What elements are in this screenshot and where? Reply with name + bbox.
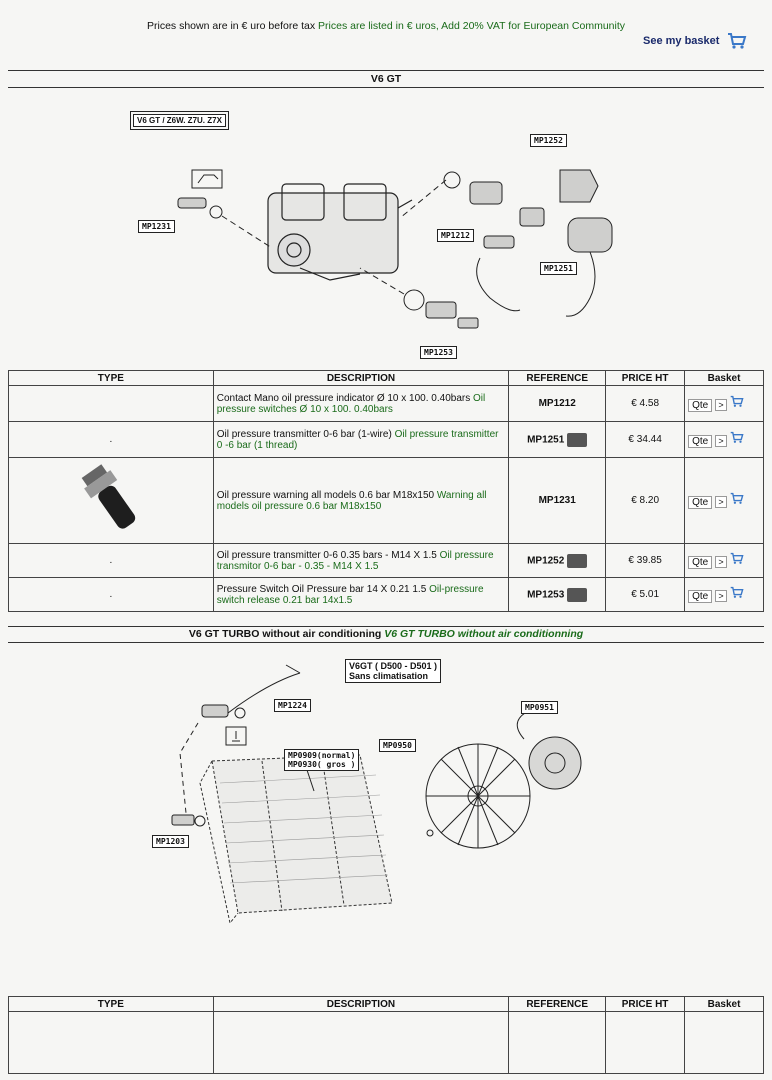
table-row: . Pressure Switch Oil Pressure bar 14 X …	[8, 577, 764, 612]
basket-cell	[684, 1011, 764, 1074]
col-description: DESCRIPTION	[212, 370, 510, 386]
quantity-input[interactable]: Qte	[688, 556, 713, 569]
cart-icon[interactable]	[730, 431, 744, 444]
price-cell: € 39.85	[605, 543, 686, 578]
quantity-input[interactable]: Qte	[688, 435, 713, 448]
figure-title: V6 GT / Z6W. Z7U. Z7X	[130, 111, 229, 130]
parts-table-v6gt-turbo: TYPE DESCRIPTION REFERENCE PRICE HT Bask…	[8, 996, 764, 1074]
divider	[8, 70, 764, 71]
table-row: . Oil pressure transmitter 0-6 0.35 bars…	[8, 543, 764, 578]
part-thumbnail	[567, 432, 588, 447]
table-row: . Oil pressure transmitter 0-6 bar (1-wi…	[8, 421, 764, 458]
description-cell	[212, 1011, 510, 1074]
basket-cell: Qte >	[684, 385, 764, 422]
type-cell	[8, 385, 214, 422]
col-reference: REFERENCE	[508, 996, 607, 1012]
divider	[8, 626, 764, 627]
cart-icon[interactable]	[730, 586, 744, 599]
see-basket-link[interactable]: See my basket	[643, 32, 747, 50]
price-cell	[605, 1011, 686, 1074]
see-basket-label: See my basket	[643, 35, 720, 47]
basket-cell: Qte >	[684, 577, 764, 612]
col-price: PRICE HT	[605, 996, 686, 1012]
col-price: PRICE HT	[605, 370, 686, 386]
col-basket: Basket	[684, 996, 764, 1012]
callout-mp0950: MP0950	[379, 739, 416, 752]
reference-cell	[508, 1011, 607, 1074]
price-cell: € 8.20	[605, 457, 686, 544]
description-cell: Pressure Switch Oil Pressure bar 14 X 0.…	[212, 577, 510, 612]
add-to-basket-button[interactable]: >	[714, 399, 727, 411]
reference-cell: MP1252	[508, 543, 607, 578]
divider	[8, 642, 764, 643]
cart-icon	[728, 33, 747, 49]
quantity-input[interactable]: Qte	[688, 399, 713, 412]
price-cell: € 5.01	[605, 577, 686, 612]
col-description: DESCRIPTION	[212, 996, 510, 1012]
table-row	[8, 1011, 764, 1074]
add-to-basket-button[interactable]: >	[714, 556, 727, 568]
add-to-basket-button[interactable]: >	[714, 435, 727, 447]
basket-cell: Qte >	[684, 543, 764, 578]
type-cell	[8, 1011, 214, 1074]
table-row: Contact Mano oil pressure indicator Ø 10…	[8, 385, 764, 422]
part-thumbnail	[567, 587, 588, 602]
type-cell: .	[8, 543, 214, 578]
cart-icon[interactable]	[730, 395, 744, 408]
quantity-input[interactable]: Qte	[688, 590, 713, 603]
v6gt-turbo-cooling-diagram: V6GT ( D500 - D501 ) Sans climatisation	[0, 643, 772, 995]
description-cell: Oil pressure warning all models 0.6 bar …	[212, 457, 510, 544]
callout-mp1253: MP1253	[420, 346, 457, 359]
basket-cell: Qte >	[684, 421, 764, 458]
price-note-black: Prices shown are in € uro before tax	[147, 20, 316, 32]
callout-mp1203: MP1203	[152, 835, 189, 848]
reference-cell: MP1231	[508, 457, 607, 544]
col-type: TYPE	[8, 996, 214, 1012]
reference-cell: MP1212	[508, 385, 607, 422]
callout-mp1251: MP1251	[540, 262, 577, 275]
type-cell: .	[8, 421, 214, 458]
v6gt-parts-diagram: V6 GT / Z6W. Z7U. Z7X	[0, 88, 772, 370]
callout-mp1212: MP1212	[437, 229, 474, 242]
price-note: Prices shown are in € uro before tax Pri…	[0, 20, 772, 32]
oil-pressure-sensor-image	[81, 464, 136, 529]
section-title-v6gt-turbo: V6 GT TURBO without air conditioning V6 …	[188, 628, 584, 640]
col-type: TYPE	[8, 370, 214, 386]
part-thumbnail	[567, 553, 588, 568]
add-to-basket-button[interactable]: >	[714, 496, 727, 508]
type-cell: .	[8, 577, 214, 612]
section-title-v6gt: V6 GT	[370, 73, 402, 85]
cooling-drawing	[171, 664, 582, 925]
add-to-basket-button[interactable]: >	[714, 590, 727, 602]
basket-cell: Qte >	[684, 457, 764, 544]
cart-icon[interactable]	[730, 552, 744, 565]
cart-icon[interactable]	[730, 492, 744, 505]
type-cell	[8, 457, 214, 544]
parts-table-v6gt: TYPE DESCRIPTION REFERENCE PRICE HT Bask…	[8, 370, 764, 612]
description-cell: Contact Mano oil pressure indicator Ø 10…	[212, 385, 510, 422]
price-note-green: Prices are listed in € uros, Add 20% VAT…	[318, 20, 625, 32]
callout-mp1252: MP1252	[530, 134, 567, 147]
table-row: Oil pressure warning all models 0.6 bar …	[8, 457, 764, 544]
price-cell: € 34.44	[605, 421, 686, 458]
callout-mp0909-mp0930: MP0909(normal) MP0930( gros )	[284, 749, 360, 771]
quantity-input[interactable]: Qte	[688, 496, 713, 509]
reference-cell: MP1251	[508, 421, 607, 458]
callout-mp0951: MP0951	[521, 701, 558, 714]
engine-drawing	[177, 169, 613, 329]
description-cell: Oil pressure transmitter 0-6 bar (1-wire…	[212, 421, 510, 458]
description-cell: Oil pressure transmitter 0-6 0.35 bars -…	[212, 543, 510, 578]
table-header-row: TYPE DESCRIPTION REFERENCE PRICE HT Bask…	[8, 370, 764, 386]
callout-mp1231: MP1231	[138, 220, 175, 233]
col-reference: REFERENCE	[508, 370, 607, 386]
reference-cell: MP1253	[508, 577, 607, 612]
price-cell: € 4.58	[605, 385, 686, 422]
col-basket: Basket	[684, 370, 764, 386]
figure-title: V6GT ( D500 - D501 ) Sans climatisation	[345, 659, 442, 683]
callout-mp1224: MP1224	[274, 699, 311, 712]
divider	[8, 87, 764, 88]
table-header-row: TYPE DESCRIPTION REFERENCE PRICE HT Bask…	[8, 996, 764, 1012]
